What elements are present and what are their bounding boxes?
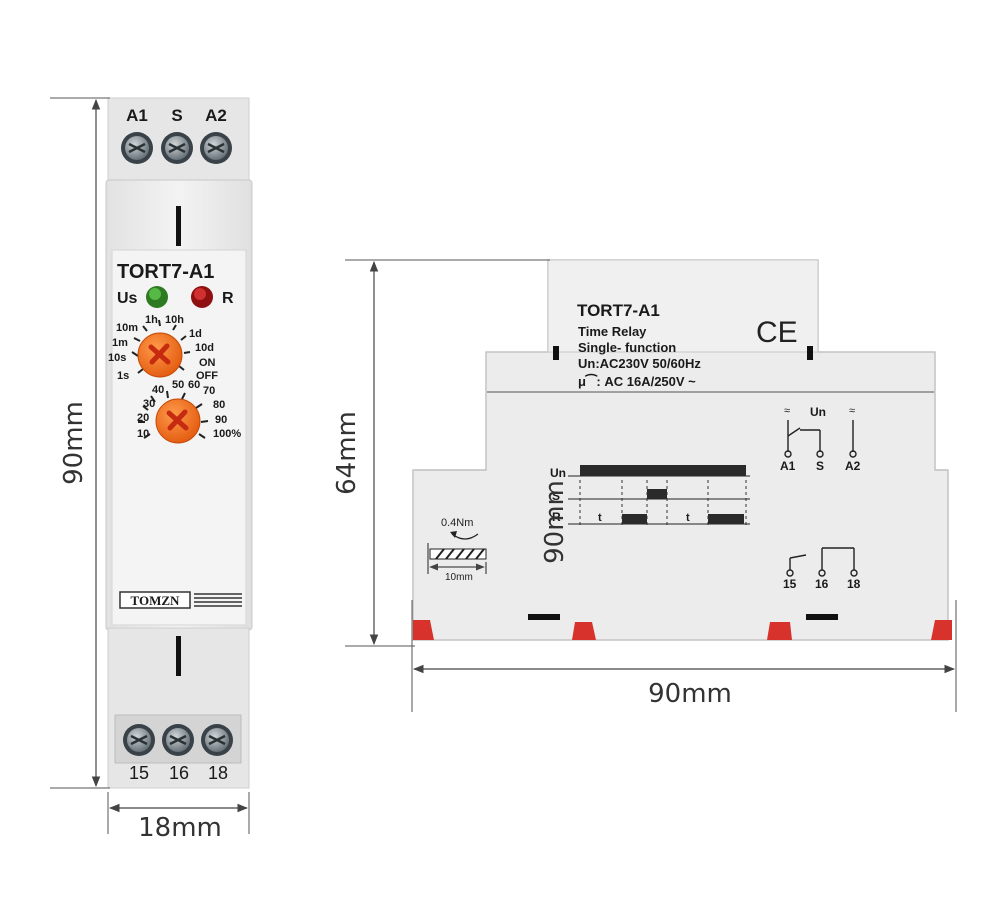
knob2-label-90: 90 <box>215 414 227 426</box>
knob1-label-1h: 1h <box>145 314 158 326</box>
wiring-diagram: ≈ Un ≈ A1 S A2 <box>780 405 861 473</box>
timing-s-label: S <box>552 489 560 503</box>
front-width-label: 18mm <box>138 813 222 843</box>
ac-symbol: ≈ <box>849 405 855 417</box>
front-model-label: TORT7-A1 <box>117 261 214 283</box>
side-width-label: 90mm <box>648 679 732 709</box>
terminal-label-s: S <box>171 106 182 125</box>
side-width-dimension: 90mm <box>411 600 957 712</box>
terminal-label-16: 16 <box>169 763 189 783</box>
contact-18-label: 18 <box>847 577 861 591</box>
contact-16-label: 16 <box>815 577 829 591</box>
bottom-screw-terminals <box>114 714 242 764</box>
din-clip <box>413 620 434 640</box>
wiring-a2-label: A2 <box>845 459 861 473</box>
knob1-label-1s: 1s <box>117 370 129 382</box>
led-r-label: R <box>222 290 234 307</box>
ce-mark-icon: CE <box>756 316 798 349</box>
din-clip <box>572 622 596 640</box>
timing-t-label: t <box>598 512 602 524</box>
side-model-label: TORT7-A1 <box>577 301 660 320</box>
terminal-label-a2: A2 <box>205 106 227 125</box>
terminal-label-a1: A1 <box>126 106 148 125</box>
din-clip <box>931 620 952 640</box>
side-line3: Un:AC230V 50/60Hz <box>578 356 701 371</box>
wiring-un-label: Un <box>810 405 826 419</box>
time-range-knob-scale <box>131 319 191 374</box>
terminal-label-15: 15 <box>129 763 149 783</box>
din-clip <box>767 622 792 640</box>
knob2-label-70: 70 <box>203 385 215 397</box>
knob-cross-icon <box>148 343 171 365</box>
top-screw-terminals <box>121 132 232 164</box>
knob1-label-1d: 1d <box>189 328 202 340</box>
timing-r-label: R <box>552 510 561 524</box>
side-line4: μ⁀: AC 16A/250V ~ <box>578 373 696 389</box>
side-depth-label: 90mm <box>540 480 570 564</box>
knob2-label-30: 30 <box>143 398 155 410</box>
knob2-label-10: 10 <box>137 428 149 440</box>
led-us-label: Us <box>117 290 138 307</box>
front-view: A1 S A2 TORT7-A1 Us R 10m 1h 10h 1d 1m 1… <box>105 97 253 789</box>
timing-diagram: Un S R t t <box>550 465 750 526</box>
knob1-label-10h: 10h <box>165 314 184 326</box>
front-height-label: 90mm <box>59 401 89 485</box>
knob1-label-10s: 10s <box>108 352 126 364</box>
torque-strip-icon: 0.4Nm 10mm <box>427 517 487 583</box>
knob1-label-10d: 10d <box>195 342 214 354</box>
side-height-label: 64mm <box>332 411 362 495</box>
wiring-a1-label: A1 <box>780 459 796 473</box>
knob2-label-60: 60 <box>188 379 200 391</box>
brand-label: TOMZN <box>131 593 180 608</box>
timing-t-label: t <box>686 512 690 524</box>
contact-15-label: 15 <box>783 577 797 591</box>
knob1-label-10m: 10m <box>116 322 138 334</box>
ac-symbol: ≈ <box>784 405 790 417</box>
knob2-label-100: 100% <box>213 428 241 440</box>
strip-length-label: 10mm <box>445 572 473 583</box>
side-line1: Time Relay <box>578 324 647 339</box>
timing-un-label: Un <box>550 466 566 480</box>
knob1-label-on: ON <box>199 357 216 369</box>
knob2-label-40: 40 <box>152 384 164 396</box>
torque-label: 0.4Nm <box>441 517 473 529</box>
terminal-label-18: 18 <box>208 763 228 783</box>
contact-diagram: 15 16 18 <box>783 547 861 591</box>
front-width-dimension: 18mm <box>107 792 250 843</box>
knob-cross-icon <box>166 409 189 431</box>
brand-logo <box>119 591 191 609</box>
front-height-dimension: 90mm <box>50 97 110 789</box>
side-view: TORT7-A1 Time Relay Single- function Un:… <box>412 259 952 641</box>
knob2-label-80: 80 <box>213 399 225 411</box>
knob2-label-20: 20 <box>137 412 149 424</box>
percentage-knob-scale <box>138 390 209 439</box>
knob1-label-off: OFF <box>196 370 218 382</box>
wiring-s-label: S <box>816 459 824 473</box>
knob2-label-50: 50 <box>172 379 184 391</box>
knob1-label-1m: 1m <box>112 337 128 349</box>
side-height-dimension: 64mm <box>332 259 550 647</box>
side-line2: Single- function <box>578 340 676 355</box>
